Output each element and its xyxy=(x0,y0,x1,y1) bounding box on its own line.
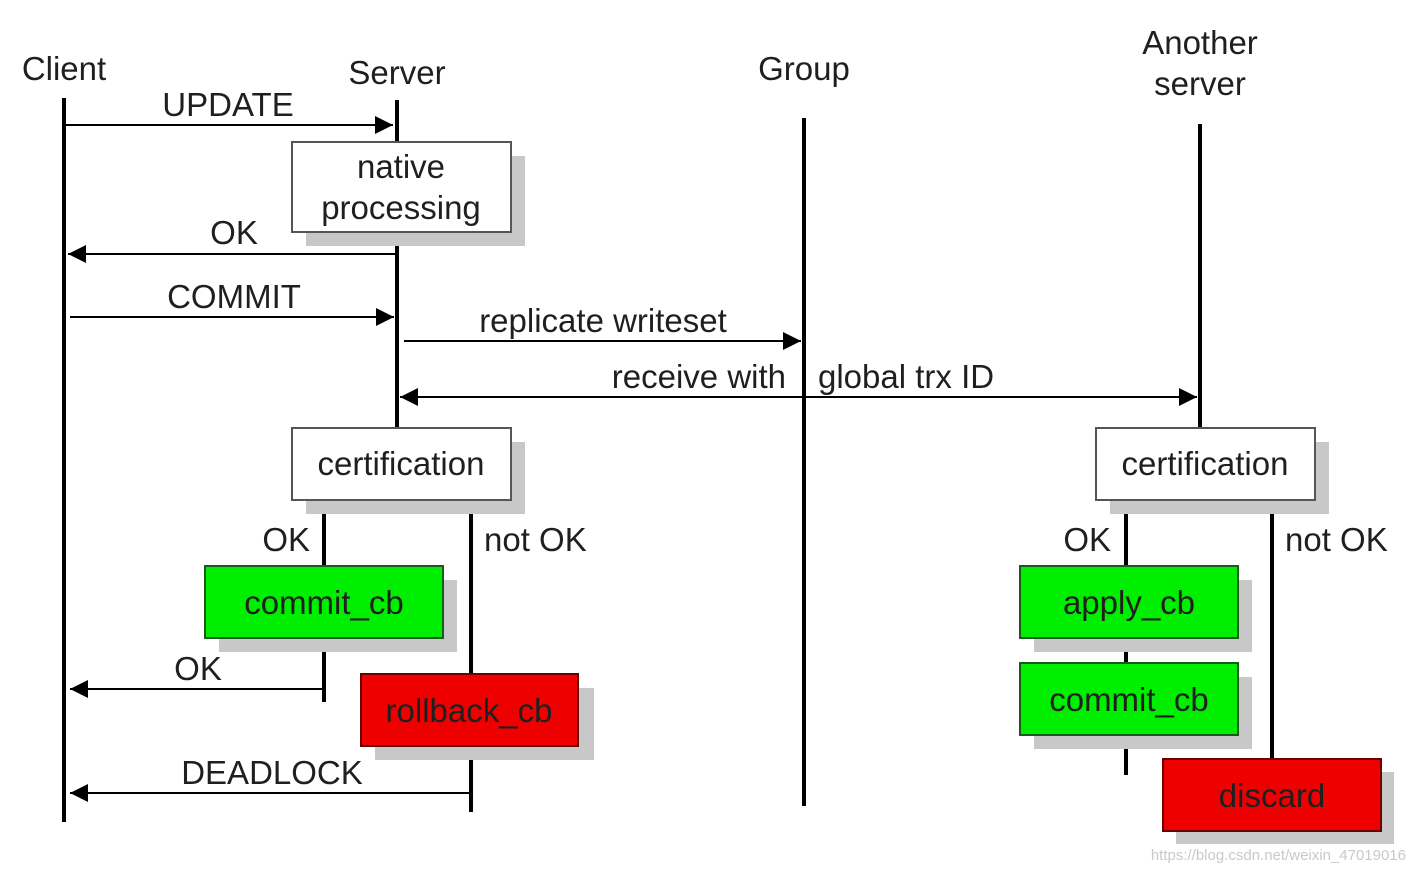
certification-another-label: certification xyxy=(1122,445,1289,482)
commit-cb-box-another: commit_cb xyxy=(1019,662,1252,749)
native-processing-box: native processing xyxy=(291,141,525,246)
watermark: https://blog.csdn.net/weixin_47019016 xyxy=(1151,847,1406,864)
commit-cb-another-label: commit_cb xyxy=(1049,681,1209,718)
certification-box-server: certification xyxy=(291,427,525,514)
commit-cb-box-server: commit_cb xyxy=(204,565,457,652)
certification-box-another: certification xyxy=(1095,427,1329,514)
label-deadlock: DEADLOCK xyxy=(181,754,363,791)
commit-cb-server-label: commit_cb xyxy=(244,584,404,621)
label-global-trx-id: global trx ID xyxy=(818,358,994,395)
label-receive-with: receive with xyxy=(612,358,786,395)
rollback-cb-label: rollback_cb xyxy=(386,692,553,729)
participant-client: Client xyxy=(22,50,106,87)
participant-another-server-line1: Another xyxy=(1142,24,1258,61)
discard-box: discard xyxy=(1162,758,1394,844)
label-ok-commit: OK xyxy=(174,650,222,687)
participant-another-server-line2: server xyxy=(1154,65,1246,102)
label-server-not-ok: not OK xyxy=(484,521,587,558)
native-processing-line1: native xyxy=(357,148,445,185)
label-update: UPDATE xyxy=(162,86,293,123)
participant-group: Group xyxy=(758,50,850,87)
label-another-not-ok: not OK xyxy=(1285,521,1388,558)
discard-label: discard xyxy=(1219,777,1325,814)
label-replicate-writeset: replicate writeset xyxy=(479,302,727,339)
certification-server-label: certification xyxy=(318,445,485,482)
rollback-cb-box: rollback_cb xyxy=(360,673,594,760)
label-commit: COMMIT xyxy=(167,278,301,315)
label-server-ok: OK xyxy=(262,521,310,558)
apply-cb-box: apply_cb xyxy=(1019,565,1252,652)
native-processing-line2: processing xyxy=(321,189,481,226)
apply-cb-label: apply_cb xyxy=(1063,584,1195,621)
label-another-ok: OK xyxy=(1063,521,1111,558)
participant-server: Server xyxy=(348,54,445,91)
label-ok-native: OK xyxy=(210,214,258,251)
